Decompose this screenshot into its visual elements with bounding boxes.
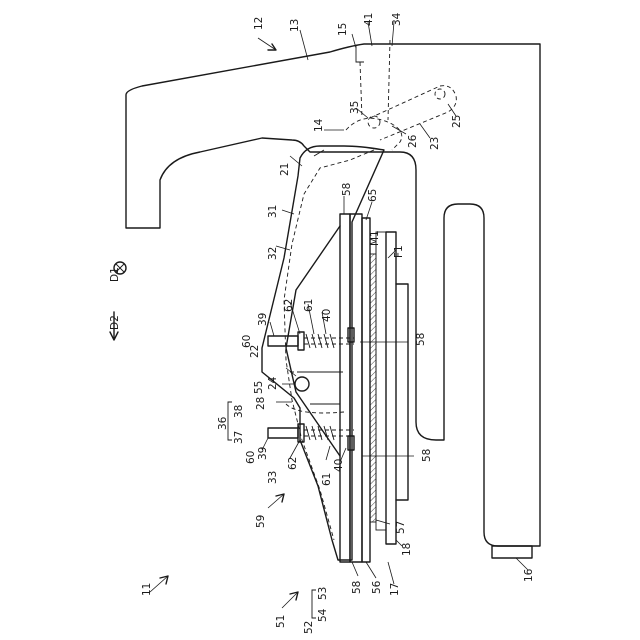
label-36: 36	[217, 416, 229, 430]
label-m1: M1	[369, 230, 381, 246]
bolt-shank-lower	[304, 430, 354, 436]
label-65: 65	[367, 189, 379, 202]
leader-57	[376, 520, 390, 524]
label-34: 34	[391, 12, 403, 26]
table-17	[386, 232, 396, 544]
spring-outline-28	[286, 372, 344, 413]
label-40-lower: 40	[333, 459, 345, 472]
label-f1: F1	[393, 245, 405, 258]
frame-notch	[356, 46, 364, 62]
arrow-12	[258, 38, 276, 50]
bolt-assembly-upper	[268, 332, 354, 350]
label-60-lower: 60	[245, 451, 257, 464]
leader-17	[388, 562, 394, 584]
label-55: 55	[253, 381, 265, 394]
label-60-upper: 60	[241, 335, 253, 348]
label-37: 37	[233, 431, 245, 444]
label-33: 33	[267, 471, 279, 484]
link-pivot-lower	[368, 116, 380, 128]
leader-58-bottom	[352, 562, 358, 576]
label-15: 15	[337, 23, 349, 36]
label-31: 31	[267, 205, 279, 218]
leader-61-lower	[326, 446, 330, 460]
presser-rib	[314, 150, 324, 156]
leader-23	[420, 124, 430, 138]
label-25: 25	[451, 115, 463, 128]
film-f1	[370, 254, 376, 522]
label-59: 59	[255, 515, 267, 528]
label-58-bottom: 58	[351, 581, 363, 594]
label-51: 51	[275, 615, 287, 628]
label-16: 16	[523, 568, 535, 582]
label-61-upper: 61	[303, 299, 315, 312]
label-23: 23	[429, 137, 441, 150]
label-54: 54	[317, 608, 329, 622]
plate-56	[362, 218, 370, 562]
leader-13	[300, 30, 308, 60]
roller-55	[295, 377, 309, 391]
reference-numerals: 11 12 13 14 15 16 17 18 21 22 23 24 25 2…	[109, 12, 535, 634]
leader-lines	[262, 22, 528, 584]
label-39-upper: 39	[257, 313, 269, 326]
cam-body-edge	[300, 372, 340, 404]
label-11: 11	[141, 583, 153, 596]
leader-39-upper	[270, 322, 274, 336]
bolt-head-60-lower	[268, 428, 298, 438]
label-18: 18	[401, 543, 413, 556]
label-61-lower: 61	[321, 473, 333, 486]
leader-16	[516, 558, 528, 570]
label-26: 26	[407, 134, 419, 148]
link-arm	[370, 86, 456, 140]
nut-62-upper	[298, 332, 304, 350]
pin-58-lower	[348, 436, 354, 450]
label-62-lower: 62	[287, 457, 299, 470]
vertical-guide	[360, 40, 390, 120]
pin-58-upper	[348, 328, 354, 342]
label-41: 41	[363, 13, 375, 26]
label-40-upper: 40	[321, 309, 333, 322]
bolt-assembly-lower	[268, 424, 354, 442]
label-53: 53	[317, 587, 329, 600]
label-21: 21	[279, 163, 291, 176]
label-58-top: 58	[341, 183, 353, 196]
label-35: 35	[349, 101, 361, 114]
brace-52	[312, 590, 316, 618]
label-58-low: 58	[421, 449, 433, 462]
link-pivot-upper	[435, 89, 445, 99]
label-d1: D1	[109, 267, 121, 282]
leader-62-lower	[290, 440, 300, 458]
label-52: 52	[303, 621, 315, 634]
spring-39-upper	[306, 334, 334, 348]
label-56: 56	[371, 580, 383, 594]
label-58-mid: 58	[415, 333, 427, 346]
label-12: 12	[253, 17, 265, 30]
label-28: 28	[255, 397, 267, 410]
label-14: 14	[313, 118, 325, 132]
bolt-shank-upper	[304, 338, 354, 344]
label-38: 38	[233, 405, 245, 418]
label-d2: D2	[109, 315, 121, 330]
bolt-head-60-upper	[268, 336, 298, 346]
plate-54	[340, 214, 350, 562]
label-13: 13	[289, 19, 301, 32]
label-57: 57	[395, 521, 407, 534]
table-18	[396, 284, 408, 500]
medium-m1	[376, 232, 386, 530]
motor-block	[492, 546, 532, 558]
leader-56	[366, 562, 376, 578]
label-39-lower: 39	[257, 447, 269, 460]
label-17: 17	[389, 583, 401, 596]
presser-cover	[262, 146, 384, 560]
label-24: 24	[267, 376, 279, 390]
label-62-upper: 62	[283, 299, 295, 312]
label-32: 32	[267, 247, 279, 260]
